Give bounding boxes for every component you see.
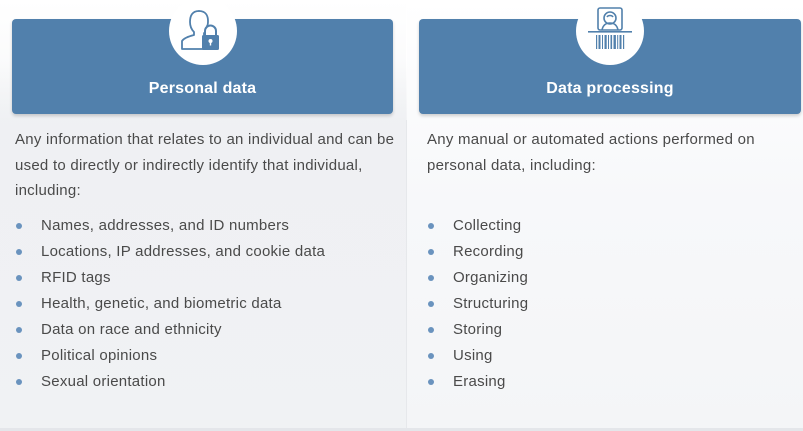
bullet-icon [16, 353, 22, 359]
bullet-icon [16, 223, 22, 229]
list-item: Storing [428, 317, 528, 343]
bullet-icon [428, 249, 434, 255]
list-item: Erasing [428, 369, 528, 395]
bullet-icon [428, 301, 434, 307]
list-item: Structuring [428, 291, 528, 317]
list-item: Data on race and ethnicity [16, 317, 325, 343]
list-item: Health, genetic, and biometric data [16, 291, 325, 317]
bullet-icon [428, 327, 434, 333]
bullet-icon [16, 275, 22, 281]
list-item: Organizing [428, 265, 528, 291]
face-barcode-scan-icon [576, 0, 644, 65]
personal-data-title: Personal data [148, 80, 257, 97]
list-item-label: Collecting [453, 217, 522, 234]
list-item-label: RFID tags [41, 269, 111, 286]
list-item-label: Using [453, 347, 493, 364]
list-item-label: Political opinions [41, 347, 158, 364]
list-item: Recording [428, 239, 528, 265]
bullet-icon [428, 379, 434, 385]
list-item: Collecting [428, 213, 528, 239]
bullet-icon [16, 249, 22, 255]
bullet-icon [16, 379, 22, 385]
data-processing-title: Data processing [546, 80, 674, 97]
list-item: Political opinions [16, 343, 325, 369]
list-item-label: Health, genetic, and biometric data [41, 295, 282, 312]
list-item: Using [428, 343, 528, 369]
list-item-label: Organizing [453, 269, 529, 286]
list-item: Names, addresses, and ID numbers [16, 213, 325, 239]
user-lock-icon [168, 0, 237, 65]
list-item: Sexual orientation [16, 369, 325, 395]
personal-data-description: Any information that relates to an indiv… [15, 131, 395, 199]
data-processing-list: Collecting Recording Organizing Structur… [428, 213, 528, 395]
list-item-label: Recording [453, 243, 524, 260]
list-item-label: Sexual orientation [41, 373, 166, 390]
list-item-label: Names, addresses, and ID numbers [41, 217, 290, 234]
column-divider [406, 120, 407, 428]
bullet-icon [428, 223, 434, 229]
data-processing-banner: Data processing [419, 0, 801, 114]
list-item-label: Structuring [453, 295, 529, 312]
personal-data-banner: Personal data [12, 0, 393, 114]
bullet-icon [16, 301, 22, 307]
list-item-label: Locations, IP addresses, and cookie data [41, 243, 326, 260]
bullet-icon [428, 353, 434, 359]
bullet-icon [428, 275, 434, 281]
list-item: RFID tags [16, 265, 325, 291]
data-processing-description: Any manual or automated actions performe… [427, 131, 755, 174]
bullet-icon [16, 327, 22, 333]
personal-data-list: Names, addresses, and ID numbers Locatio… [16, 213, 325, 395]
list-item: Locations, IP addresses, and cookie data [16, 239, 325, 265]
list-item-label: Data on race and ethnicity [41, 321, 222, 338]
list-item-label: Storing [453, 321, 503, 338]
list-item-label: Erasing [453, 373, 506, 390]
